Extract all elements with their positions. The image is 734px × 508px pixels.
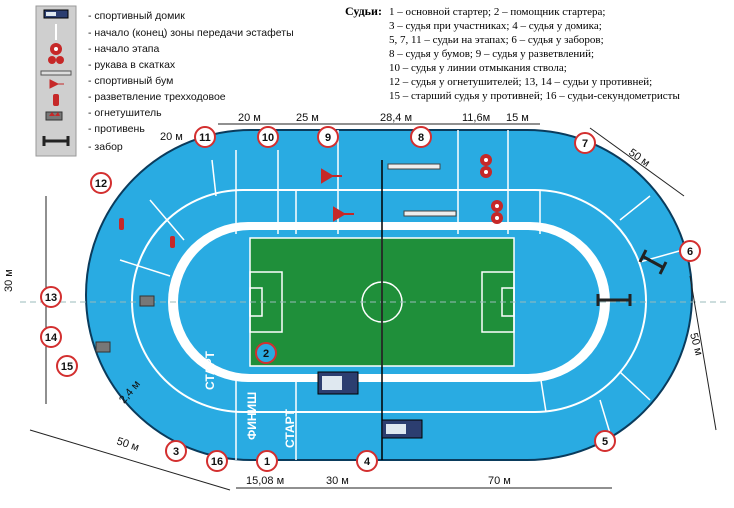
svg-text:9: 9 <box>325 132 331 144</box>
balance-beam-1 <box>387 163 441 170</box>
equipment <box>95 154 668 439</box>
svg-text:1: 1 <box>264 456 270 468</box>
judges-line-4: 8 – судья у бумов; 9 – судья у разветвле… <box>389 48 594 60</box>
dim-top-4: 28,4 м <box>380 112 412 124</box>
legend: - спортивный домик - начало (конец) зоны… <box>35 5 294 157</box>
svg-text:11: 11 <box>199 132 211 144</box>
legend-item-branch: - разветвление трехходовое <box>88 91 226 103</box>
svg-text:4: 4 <box>364 456 371 468</box>
legend-item-stage-start: - начало этапа <box>88 43 159 55</box>
judges-line-5: 10 – судья у линии отмыкания ствола; <box>389 62 567 74</box>
start-label-2: СТАРТ <box>283 409 297 448</box>
dim-bottom-left: 50 м <box>115 435 140 453</box>
judge-markers: 1 2 3 4 5 6 7 8 9 10 11 12 13 14 15 16 <box>40 126 701 472</box>
marker-13: 13 <box>40 286 62 308</box>
balance-beam-icon <box>40 70 72 76</box>
dim-left-height: 30 м <box>3 269 15 292</box>
rolled-hoses-1 <box>480 154 492 178</box>
fence-2 <box>596 294 632 306</box>
dim-top-6: 15 м <box>506 112 529 124</box>
svg-text:16: 16 <box>211 456 223 468</box>
marker-12: 12 <box>90 172 112 194</box>
fire-extinguisher-2 <box>170 236 175 248</box>
rolled-hoses-icon <box>48 56 64 64</box>
dim-bottom-3: 70 м <box>488 475 511 487</box>
svg-text:10: 10 <box>262 132 274 144</box>
fence-1 <box>638 249 668 275</box>
svg-text:6: 6 <box>687 246 693 258</box>
legend-item-fence: - забор <box>88 141 123 153</box>
judges-title: Судьи: <box>345 4 382 18</box>
sports-hut-1 <box>317 371 359 395</box>
fire-tray-1 <box>139 295 155 307</box>
legend-item-beam: - спортивный бум <box>88 75 173 87</box>
judges-list: Судьи: 1 – основной стартер; 2 – помощни… <box>345 4 680 102</box>
marker-14: 14 <box>40 326 62 348</box>
svg-text:14: 14 <box>45 332 58 344</box>
legend-item-hut: - спортивный домик <box>88 10 185 22</box>
legend-item-relay-zone: - начало (конец) зоны передачи эстафеты <box>88 27 294 39</box>
dim-right-bottom: 50 м <box>687 332 705 357</box>
dim-top-1: 20 м <box>160 131 183 143</box>
lane-line <box>131 189 647 413</box>
marker-5: 5 <box>594 430 616 452</box>
three-way-branch-1 <box>321 168 342 184</box>
marker-6: 6 <box>679 240 701 262</box>
fire-extinguisher-1 <box>119 218 124 230</box>
marker-3: 3 <box>165 440 187 462</box>
marker-7: 7 <box>574 132 596 154</box>
svg-text:8: 8 <box>418 132 424 144</box>
fire-extinguisher-icon <box>53 94 59 106</box>
three-way-branch-icon <box>49 79 64 89</box>
svg-text:5: 5 <box>602 436 608 448</box>
finish-label: ФИНИШ <box>245 392 259 440</box>
judges-line-2: 3 – судья при участниках; 4 – судья у до… <box>389 20 602 32</box>
judges-line-3: 5, 7, 11 – судьи на этапах; 6 – судья у … <box>389 34 604 46</box>
balance-beam-2 <box>403 210 457 217</box>
svg-text:3: 3 <box>173 446 179 458</box>
sports-hut-2 <box>381 419 423 439</box>
marker-4: 4 <box>356 450 378 472</box>
svg-text:2: 2 <box>263 348 269 360</box>
rolled-hoses-2 <box>491 200 503 224</box>
svg-text:12: 12 <box>95 178 107 190</box>
marker-2: 2 <box>255 342 277 364</box>
dim-bottom-1: 15,08 м <box>246 475 284 487</box>
dim-bottom-2: 30 м <box>326 475 349 487</box>
marker-16: 16 <box>206 450 228 472</box>
three-way-branch-2 <box>333 206 354 222</box>
judges-line-7: 15 – старший судья у противней; 16 – суд… <box>389 90 680 102</box>
svg-text:13: 13 <box>45 292 57 304</box>
svg-text:7: 7 <box>582 138 588 150</box>
legend-item-hoses: - рукава в скатках <box>88 59 176 71</box>
svg-text:15: 15 <box>61 361 73 373</box>
marker-8: 8 <box>410 126 432 148</box>
fence-icon <box>42 136 70 146</box>
stadium: СТАРТ ФИНИШ СТАРТ <box>20 129 730 461</box>
marker-10: 10 <box>257 126 279 148</box>
judges-line-1: 1 – основной стартер; 2 – помощник старт… <box>389 6 605 18</box>
dim-top-2: 20 м <box>238 112 261 124</box>
fire-tray-2 <box>95 341 111 353</box>
dim-top-5: 11,6м <box>462 112 490 124</box>
legend-item-tray: - противень <box>88 123 145 135</box>
dimension-labels: 20 м 20 м 25 м 28,4 м 11,6м 15 м 15,08 м… <box>3 112 705 487</box>
judges-line-6: 12 – судья у огнетушителей; 13, 14 – суд… <box>389 76 652 88</box>
marker-1: 1 <box>256 450 278 472</box>
legend-item-extinguisher: - огнетушитель <box>88 107 162 119</box>
marker-11: 11 <box>194 126 216 148</box>
marker-9: 9 <box>317 126 339 148</box>
start-label-1: СТАРТ <box>203 351 217 390</box>
marker-15: 15 <box>56 355 78 377</box>
dim-top-3: 25 м <box>296 112 319 124</box>
